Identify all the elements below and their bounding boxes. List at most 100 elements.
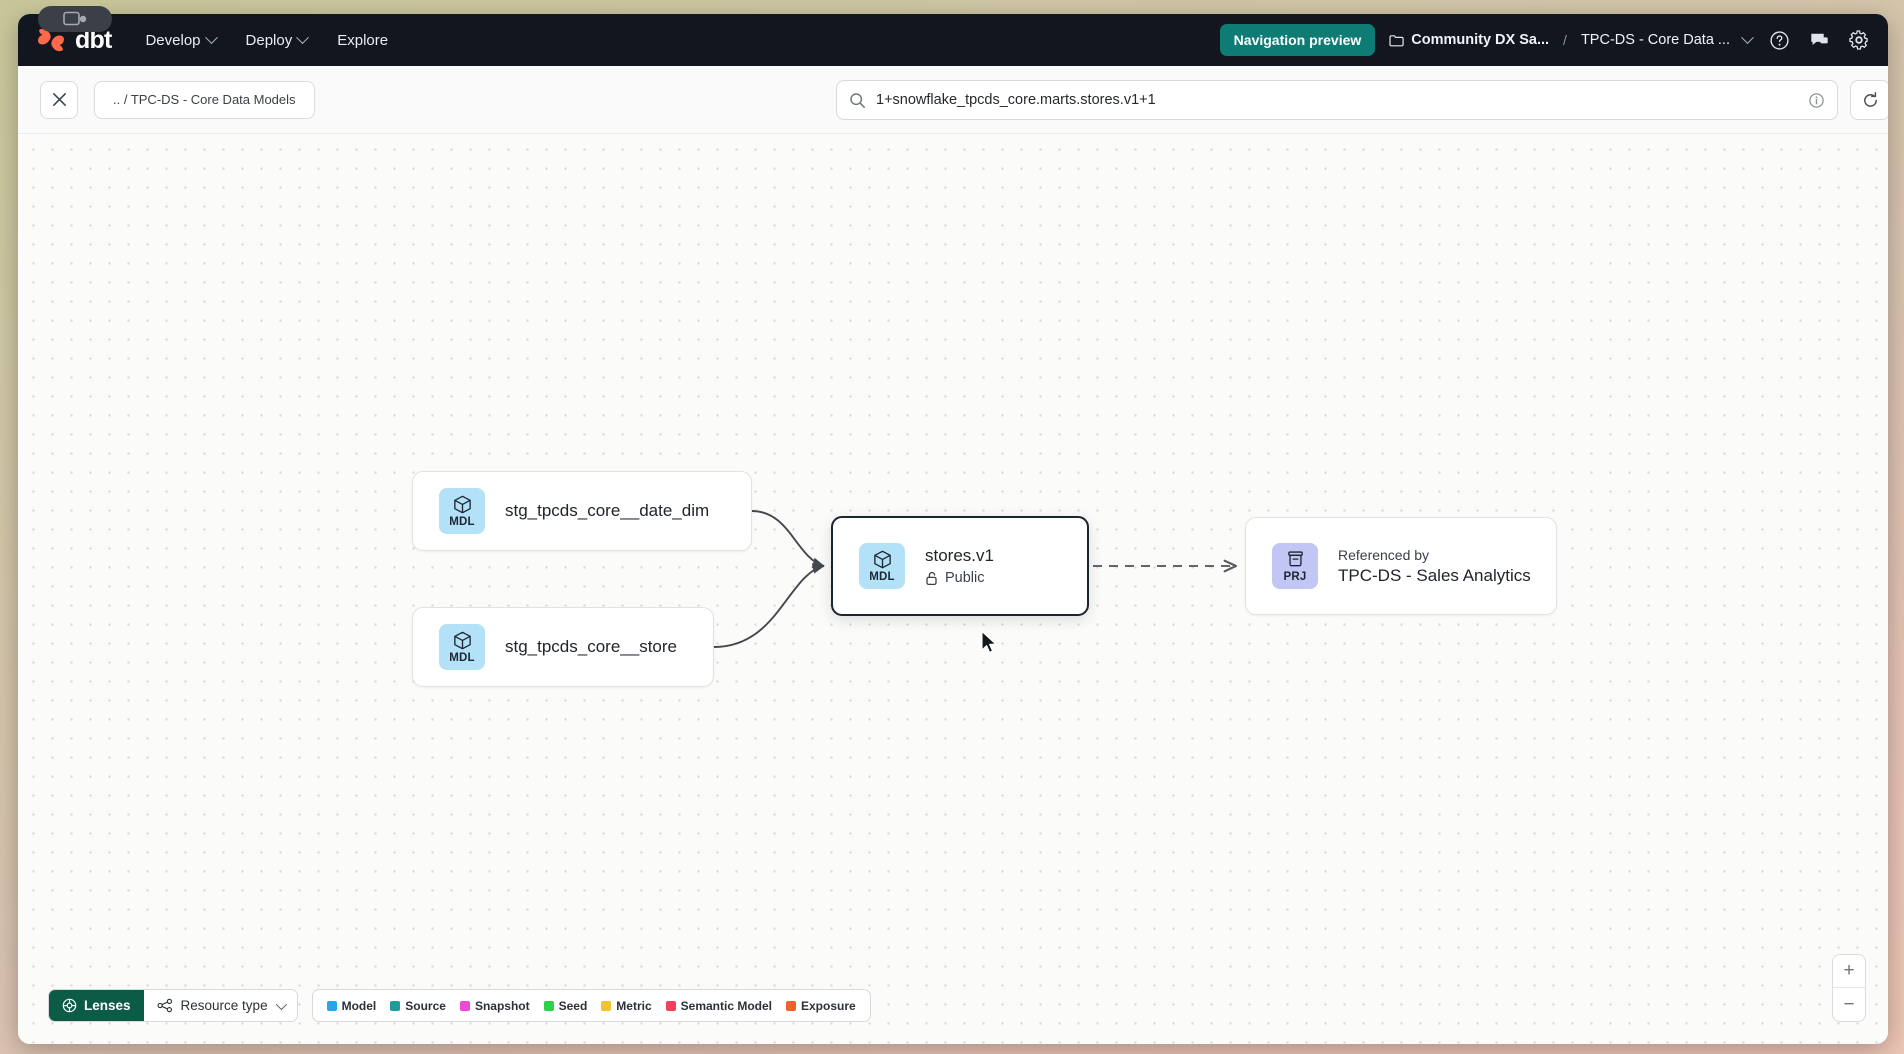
node-body: stg_tpcds_core__store — [505, 637, 677, 657]
nav-item-develop[interactable]: Develop — [145, 30, 218, 49]
close-button[interactable] — [40, 80, 78, 119]
project-icon — [1287, 551, 1303, 567]
legend-swatch — [786, 1000, 796, 1011]
breadcrumb-project-label: TPC-DS - Core Data ... — [1580, 32, 1730, 48]
legend-item-snapshot: Snapshot — [459, 998, 530, 1013]
unlock-icon — [926, 571, 937, 585]
model-badge-text: MDL — [869, 571, 895, 583]
refresh-button[interactable] — [1850, 80, 1888, 120]
chevron-down-icon — [275, 998, 287, 1010]
cube-icon — [453, 495, 471, 514]
zoom-in-button[interactable]: + — [1833, 955, 1865, 988]
refresh-icon — [1863, 91, 1877, 107]
dbt-logo-icon — [38, 28, 64, 52]
node-access-row: Public — [925, 570, 994, 586]
project-badge-text: PRJ — [1283, 571, 1307, 583]
nav-item-explore[interactable]: Explore — [337, 32, 388, 49]
edge-date-dim-to-stores — [751, 510, 825, 568]
nav-item-explore-label: Explore — [337, 31, 389, 49]
edge-layer — [713, 510, 1238, 648]
lenses-button[interactable]: Lenses — [49, 990, 144, 1021]
app-window: dbt Develop Deploy Explore Navigation pr… — [18, 14, 1888, 1044]
legend-label: Seed — [558, 998, 588, 1013]
nav-item-deploy[interactable]: Deploy — [246, 30, 310, 49]
chevron-down-icon — [204, 30, 218, 44]
zoom-controls: + − — [1832, 954, 1866, 1022]
legend-label: Exposure — [801, 998, 856, 1013]
model-badge-text: MDL — [449, 516, 475, 528]
lens-group: Lenses Resource type — [48, 989, 298, 1022]
node-kicker: Referenced by — [1338, 546, 1430, 563]
legend-swatch — [390, 1000, 401, 1011]
cube-icon — [873, 550, 891, 569]
lens-icon — [62, 998, 77, 1013]
legend-item-metric: Metric — [601, 998, 652, 1013]
graph-node-stores-v1[interactable]: MDL stores.v1 Public — [831, 516, 1089, 616]
help-icon — [1769, 30, 1789, 50]
model-badge: MDL — [439, 624, 485, 670]
gear-icon — [1849, 30, 1868, 50]
legend-swatch — [543, 1000, 554, 1011]
project-badge: PRJ — [1272, 543, 1318, 589]
legend-label: Metric — [616, 998, 652, 1013]
resource-type-button[interactable]: Resource type — [143, 990, 297, 1021]
node-body: stores.v1 Public — [925, 546, 994, 586]
info-icon[interactable] — [1808, 92, 1825, 109]
legend-item-exposure: Exposure — [786, 999, 856, 1013]
nav-links: Develop Deploy Explore — [145, 30, 388, 49]
model-badge: MDL — [439, 488, 485, 534]
lineage-graph-canvas[interactable]: MDL stg_tpcds_core__date_dim MDL stg_tpc… — [18, 134, 1888, 1044]
graph-node-stg-store[interactable]: MDL stg_tpcds_core__store — [412, 607, 714, 687]
lenses-label: Lenses — [84, 998, 131, 1013]
folder-icon — [1389, 34, 1404, 46]
breadcrumb-account[interactable]: Community DX Sa... — [1389, 32, 1549, 48]
breadcrumb-account-label: Community DX Sa... — [1411, 32, 1550, 48]
feedback-button[interactable] — [1806, 27, 1832, 53]
resource-type-label: Resource type — [180, 998, 268, 1013]
legend-swatch — [665, 1000, 676, 1011]
node-label: stg_tpcds_core__store — [505, 637, 677, 656]
cube-icon — [453, 631, 471, 650]
node-label: stg_tpcds_core__date_dim — [505, 501, 710, 520]
node-body: Referenced by TPC-DS - Sales Analytics — [1338, 547, 1531, 586]
graph-node-stg-date-dim[interactable]: MDL stg_tpcds_core__date_dim — [412, 471, 752, 551]
nav-item-develop-label: Develop — [145, 31, 201, 49]
breadcrumb-chip[interactable]: .. / TPC-DS - Core Data Models — [94, 80, 315, 119]
legend-swatch — [326, 1000, 337, 1011]
breadcrumb-project[interactable]: TPC-DS - Core Data ... — [1580, 30, 1754, 48]
close-icon — [52, 93, 66, 106]
search-input[interactable] — [876, 92, 1798, 108]
graph-bottom-toolbar: Lenses Resource type Model Source — [48, 989, 871, 1022]
search-icon — [850, 92, 865, 108]
chevron-down-icon — [1741, 30, 1754, 44]
legend-item-model: Model — [326, 998, 377, 1013]
legend-swatch — [601, 1000, 612, 1011]
legend-label: Source — [405, 998, 446, 1013]
search-field[interactable] — [836, 80, 1838, 120]
lineage-toolbar: .. / TPC-DS - Core Data Models — [18, 66, 1888, 134]
edge-store-to-stores — [713, 563, 825, 648]
legend-item-seed: Seed — [543, 998, 588, 1013]
model-badge-text: MDL — [449, 652, 475, 664]
feedback-icon — [1810, 33, 1828, 45]
graph-node-sales-analytics[interactable]: PRJ Referenced by TPC-DS - Sales Analyti… — [1245, 517, 1557, 615]
help-button[interactable] — [1766, 27, 1792, 53]
legend-item-source: Source — [390, 999, 446, 1013]
legend-label: Snapshot — [474, 998, 530, 1013]
settings-button[interactable] — [1846, 27, 1872, 53]
resource-type-legend: Model Source Snapshot Seed Metric Semant… — [311, 989, 871, 1022]
navigation-preview-badge[interactable]: Navigation preview — [1219, 24, 1376, 56]
node-label: TPC-DS - Sales Analytics — [1338, 565, 1531, 585]
breadcrumb-separator: / — [1563, 32, 1567, 48]
legend-label: Model — [341, 998, 377, 1013]
node-label: stores.v1 — [925, 546, 994, 565]
search-area — [836, 80, 1888, 120]
legend-item-semantic-model: Semantic Model — [665, 999, 772, 1013]
window-tab-icon — [63, 11, 87, 26]
node-body: stg_tpcds_core__date_dim — [505, 501, 709, 521]
model-badge: MDL — [859, 543, 905, 589]
top-navigation-bar: dbt Develop Deploy Explore Navigation pr… — [18, 14, 1888, 66]
zoom-out-button[interactable]: − — [1843, 993, 1855, 1015]
nodes-icon — [157, 998, 172, 1013]
window-tab-pill[interactable] — [38, 6, 112, 32]
